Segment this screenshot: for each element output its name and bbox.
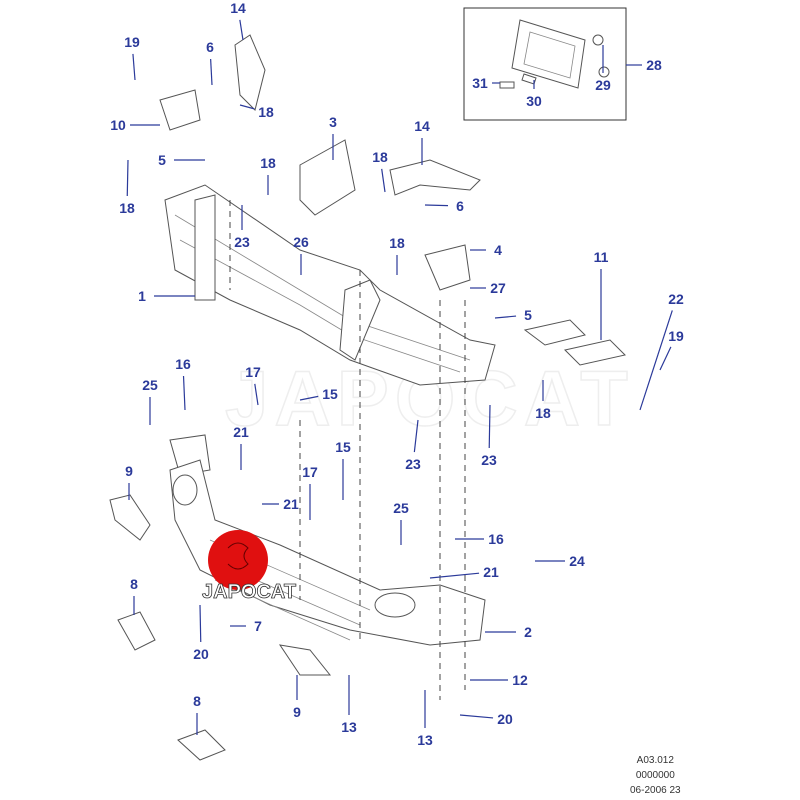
callout-21: 21 xyxy=(283,496,299,512)
leader-line xyxy=(132,53,136,81)
callout-15: 15 xyxy=(322,386,338,402)
leader-line xyxy=(126,159,129,197)
callout-18: 18 xyxy=(535,405,551,421)
leader-line xyxy=(239,19,244,41)
callout-31: 31 xyxy=(472,75,488,91)
leader-line xyxy=(459,714,494,719)
leader-line xyxy=(199,604,202,643)
callout-25: 25 xyxy=(142,377,158,393)
callout-14: 14 xyxy=(230,0,246,16)
callout-28: 28 xyxy=(646,57,662,73)
callout-9: 9 xyxy=(125,463,133,479)
callout-18: 18 xyxy=(389,235,405,251)
callout-23: 23 xyxy=(405,456,421,472)
callout-17: 17 xyxy=(245,364,261,380)
callout-16: 16 xyxy=(488,531,504,547)
callout-15: 15 xyxy=(335,439,351,455)
leader-line xyxy=(494,315,517,319)
leader-line xyxy=(381,168,386,193)
inset-box xyxy=(463,7,627,121)
callout-9: 9 xyxy=(293,704,301,720)
reference-line: 06-2006 23 xyxy=(630,785,681,796)
callout-14: 14 xyxy=(414,118,430,134)
callout-1: 1 xyxy=(138,288,146,304)
callout-10: 10 xyxy=(110,117,126,133)
callout-18: 18 xyxy=(119,200,135,216)
leader-line xyxy=(429,572,480,579)
callout-6: 6 xyxy=(456,198,464,214)
callout-25: 25 xyxy=(393,500,409,516)
leader-line xyxy=(182,375,186,411)
callout-11: 11 xyxy=(594,249,609,265)
leader-line xyxy=(239,104,255,110)
callout-30: 30 xyxy=(526,93,542,109)
callout-20: 20 xyxy=(193,646,209,662)
reference-line: A03.012 xyxy=(636,755,674,766)
callout-12: 12 xyxy=(512,672,528,688)
callout-23: 23 xyxy=(481,452,497,468)
reference-code: A03.012 0000000 06-2006 23 xyxy=(630,753,681,798)
leader-line xyxy=(210,58,213,86)
leader-line xyxy=(413,419,419,453)
callout-29: 29 xyxy=(595,77,611,93)
callout-3: 3 xyxy=(329,114,337,130)
front-bumper xyxy=(169,459,486,646)
leader-line xyxy=(299,395,319,401)
callout-20: 20 xyxy=(497,711,513,727)
callout-13: 13 xyxy=(417,732,433,748)
svg-text:JAPOCAT: JAPOCAT xyxy=(202,581,296,603)
leader-line xyxy=(659,346,672,371)
leader-line xyxy=(488,404,491,449)
callout-8: 8 xyxy=(193,693,201,709)
callout-18: 18 xyxy=(258,104,274,120)
callout-23: 23 xyxy=(234,234,250,250)
leader-line xyxy=(639,310,673,411)
callout-6: 6 xyxy=(206,39,214,55)
callout-4: 4 xyxy=(494,242,502,258)
callout-7: 7 xyxy=(254,618,262,634)
callout-16: 16 xyxy=(175,356,191,372)
callout-22: 22 xyxy=(668,291,684,307)
callout-21: 21 xyxy=(233,424,249,440)
callout-19: 19 xyxy=(124,34,140,50)
callout-17: 17 xyxy=(302,464,318,480)
callout-24: 24 xyxy=(569,553,585,569)
callout-5: 5 xyxy=(158,152,166,168)
leader-line xyxy=(254,383,259,406)
upper-brackets xyxy=(159,34,626,476)
callout-21: 21 xyxy=(483,564,499,580)
callout-19: 19 xyxy=(668,328,684,344)
license-bracket xyxy=(499,19,610,89)
reference-line: 0000000 xyxy=(635,770,675,781)
fog-lamps-and-covers xyxy=(109,494,332,761)
callout-13: 13 xyxy=(341,719,357,735)
callout-26: 26 xyxy=(293,234,309,250)
callout-5: 5 xyxy=(524,307,532,323)
japocat-logo: JAPOCAT xyxy=(202,530,296,603)
callout-2: 2 xyxy=(524,624,532,640)
callout-18: 18 xyxy=(372,149,388,165)
leader-lines xyxy=(126,19,673,735)
callout-27: 27 xyxy=(490,280,506,296)
leader-line xyxy=(424,204,449,207)
callout-18: 18 xyxy=(260,155,276,171)
callout-8: 8 xyxy=(130,576,138,592)
